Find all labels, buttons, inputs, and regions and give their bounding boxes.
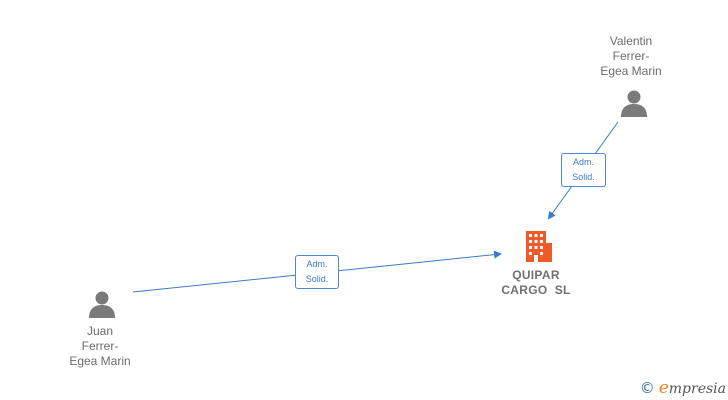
- role-line: Adm.: [572, 157, 594, 167]
- person-name-valentin: Valentin Ferrer- Egea Marin: [571, 34, 691, 79]
- brand-name: mpresia: [668, 381, 726, 397]
- role-line: Solid.: [572, 172, 595, 182]
- name-line: Ferrer-: [612, 49, 650, 63]
- edge-label-valentin-role[interactable]: Adm. Solid.: [561, 153, 606, 187]
- name-line: Egea Marin: [69, 354, 131, 368]
- copyright-icon: ©: [639, 379, 655, 397]
- edge-label-juan-role[interactable]: Adm. Solid.: [295, 255, 339, 289]
- person-name-juan: Juan Ferrer- Egea Marin: [40, 324, 160, 369]
- company-name: QUIPAR CARGO SL: [476, 268, 596, 298]
- person-icon: [89, 291, 115, 318]
- name-line: Valentin: [609, 34, 653, 48]
- role-line: Solid.: [305, 274, 329, 284]
- name-line: QUIPAR: [512, 268, 560, 282]
- brand-initial: e: [658, 378, 669, 398]
- name-line: Juan: [86, 324, 114, 338]
- name-line: Egea Marin: [600, 64, 662, 78]
- empresia-logo: ©empresia: [640, 378, 726, 398]
- name-line: Ferrer-: [81, 339, 119, 353]
- name-line: CARGO SL: [501, 283, 571, 297]
- role-line: Adm.: [306, 259, 328, 269]
- building-icon: [526, 231, 552, 262]
- person-icon: [621, 90, 647, 117]
